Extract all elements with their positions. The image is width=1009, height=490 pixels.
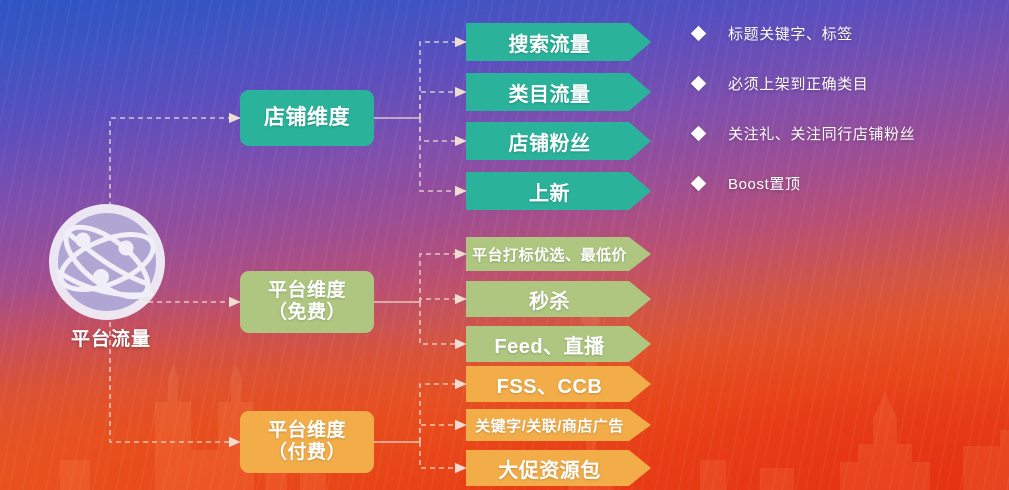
leaf-node-new-arrivals[interactable]: 上新 [466, 172, 651, 210]
branch-label-platform-paid-line2: （付费） [267, 442, 346, 463]
leaf-node-flash-sale[interactable]: 秒杀 [466, 281, 651, 317]
globe-network-icon [49, 204, 165, 320]
link-store-to-child-3 [419, 118, 467, 197]
list-item: 标题关键字、标签 [690, 22, 1003, 44]
leaf-node-category-traffic[interactable]: 类目流量 [466, 73, 651, 111]
branch-node-store[interactable]: 店铺维度 [240, 90, 374, 146]
leaf-node-keyword-ads[interactable]: 关键字/关联/商店广告 [466, 409, 651, 441]
note-text: 必须上架到正确类目 [728, 75, 869, 93]
leaf-node-promo-resource-pack[interactable]: 大促资源包 [466, 450, 651, 486]
branch-node-platform-paid[interactable]: 平台维度 （付费） [240, 411, 374, 473]
link-free-to-child-2 [419, 302, 467, 350]
note-text: 标题关键字、标签 [728, 25, 853, 43]
link-paid-to-child-2 [419, 442, 467, 474]
link-store-to-child-0 [419, 36, 467, 118]
leaf-node-fss-ccb[interactable]: FSS、CCB [466, 366, 651, 402]
leaf-label: 平台打标优选、最低价 [471, 246, 627, 264]
leaf-node-store-fans[interactable]: 店铺粉丝 [466, 122, 651, 160]
leaf-label: 店铺粉丝 [508, 132, 591, 155]
list-item: 必须上架到正确类目 [690, 72, 1003, 94]
leaf-node-feed-livestream[interactable]: Feed、直播 [466, 326, 651, 362]
branch-label-platform-paid-line1: 平台维度 [267, 419, 346, 441]
link-store-to-child-1 [419, 86, 467, 118]
notes-list: 标题关键字、标签 必须上架到正确类目 关注礼、关注同行店铺粉丝 Boost置顶 [690, 22, 1003, 222]
leaf-label: 关键字/关联/商店广告 [475, 417, 624, 435]
diamond-bullet-icon [690, 75, 707, 91]
branch-label-store: 店铺维度 [264, 105, 350, 129]
link-free-to-child-1 [419, 293, 467, 305]
leaf-label: 搜索流量 [508, 33, 591, 56]
leaf-label: Feed、直播 [494, 335, 605, 358]
leaf-node-platform-tag-best-price[interactable]: 平台打标优选、最低价 [466, 237, 651, 271]
list-item: Boost置顶 [690, 172, 1003, 194]
diamond-bullet-icon [690, 25, 707, 41]
link-free-to-child-0 [419, 248, 467, 302]
root-node[interactable]: 平台流量 [47, 202, 175, 367]
diamond-bullet-icon [690, 125, 707, 141]
branch-label-platform-free-line2: （免费） [267, 302, 346, 323]
link-paid-to-child-1 [419, 419, 467, 442]
link-paid-to-child-0 [419, 378, 467, 442]
note-text: Boost置顶 [728, 175, 801, 193]
branch-label-platform-free-line1: 平台维度 [267, 279, 346, 301]
branch-node-platform-free[interactable]: 平台维度 （免费） [240, 271, 374, 333]
leaf-node-search-traffic[interactable]: 搜索流量 [466, 23, 651, 61]
leaf-label: 上新 [529, 182, 570, 205]
list-item: 关注礼、关注同行店铺粉丝 [690, 122, 1003, 144]
leaf-label: 秒杀 [529, 290, 570, 313]
leaf-label: 大促资源包 [498, 459, 601, 482]
leaf-label: 类目流量 [508, 83, 591, 106]
leaf-label: FSS、CCB [496, 375, 603, 398]
note-text: 关注礼、关注同行店铺粉丝 [728, 125, 916, 143]
link-store-to-child-2 [419, 118, 467, 147]
root-label: 平台流量 [70, 329, 151, 350]
diamond-bullet-icon [690, 175, 707, 191]
